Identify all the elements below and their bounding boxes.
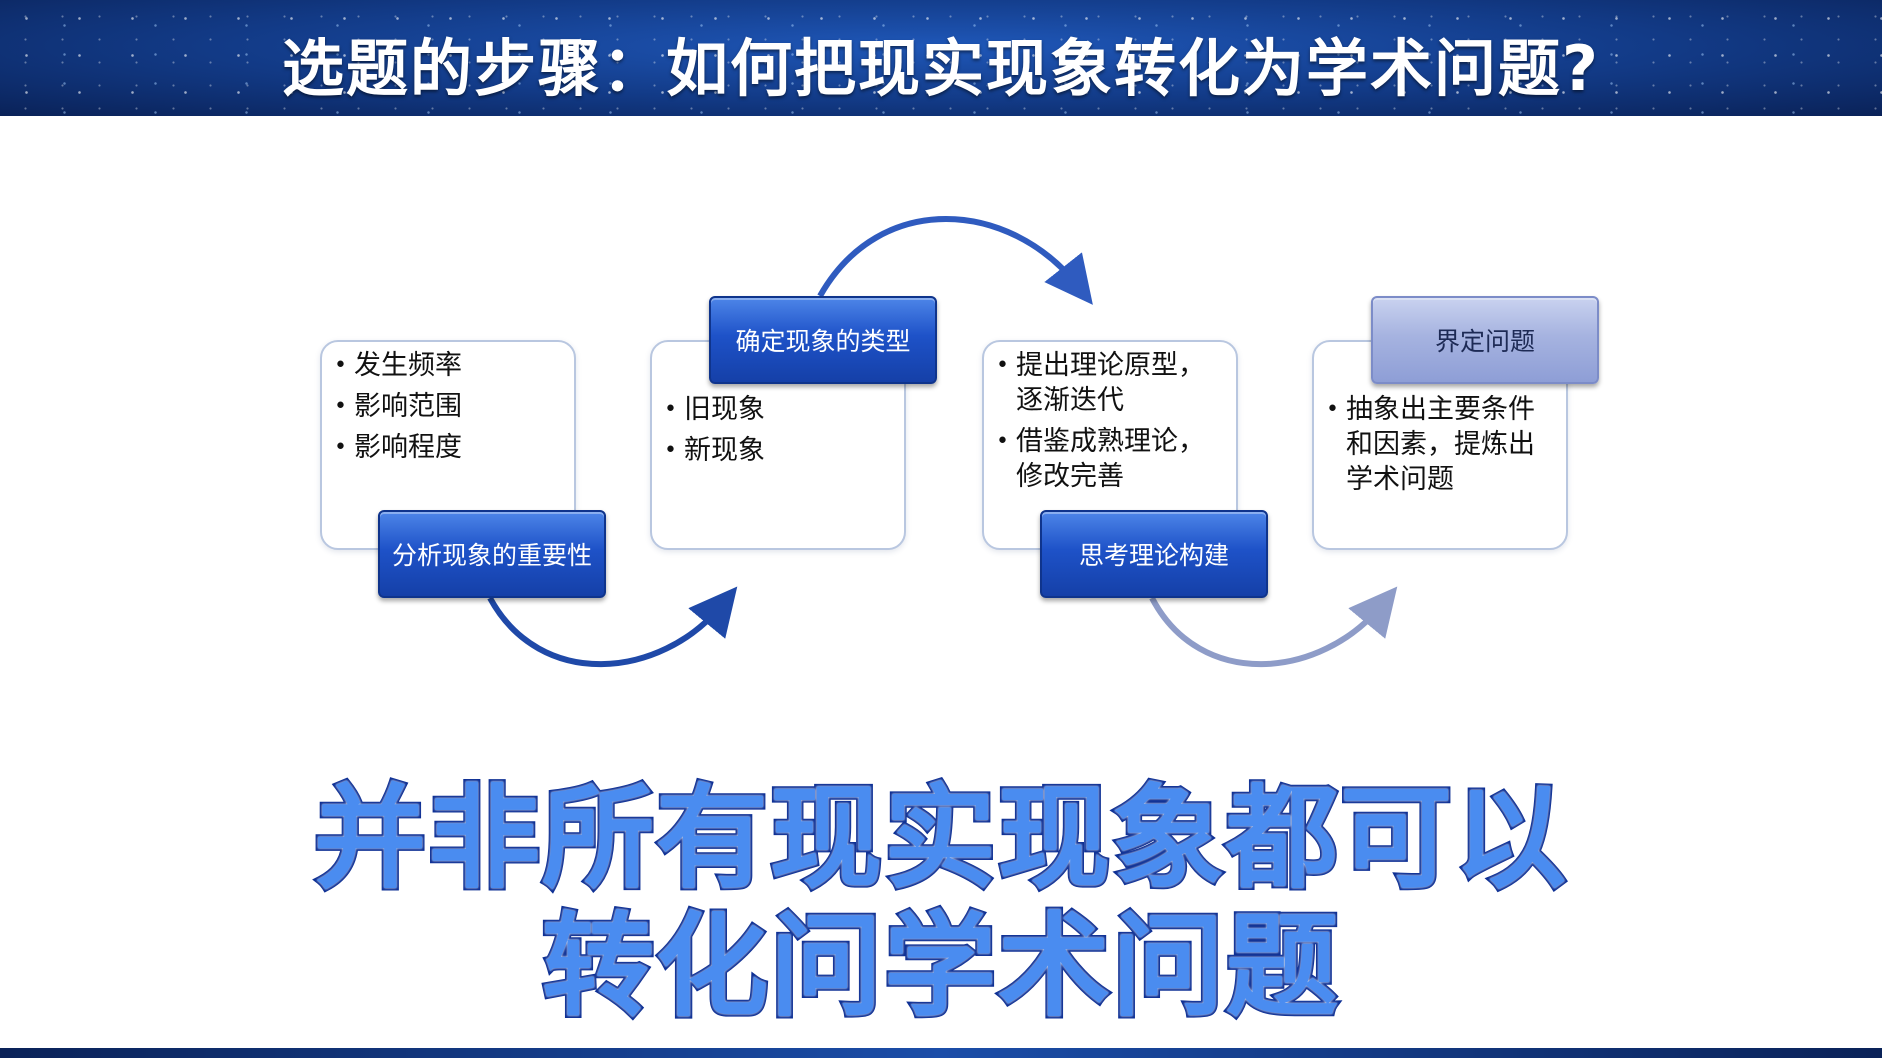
caption-line-2: 转化问学术问题 bbox=[540, 900, 1341, 1035]
step-2-bullets: 旧现象 新现象 bbox=[662, 392, 765, 474]
arrow-step3-to-step4 bbox=[1149, 586, 1398, 668]
caption-line-1: 并非所有现实现象都可以 bbox=[312, 772, 1569, 907]
step-2-label: 确定现象的类型 bbox=[709, 296, 937, 384]
step-4-bullets: 抽象出主要条件和因素，提炼出学术问题 bbox=[1324, 392, 1550, 503]
title-banner: 选题的步骤：如何把现实现象转化为学术问题? bbox=[0, 0, 1882, 116]
step-3-label: 思考理论构建 bbox=[1040, 510, 1268, 598]
bullet-item: 旧现象 bbox=[662, 392, 765, 427]
slide-title: 选题的步骤：如何把现实现象转化为学术问题? bbox=[282, 32, 1600, 105]
bullet-item: 影响程度 bbox=[332, 430, 462, 465]
step-3-bullets: 提出理论原型，逐渐迭代 借鉴成熟理论，修改完善 bbox=[994, 348, 1220, 500]
bullet-item: 新现象 bbox=[662, 433, 765, 468]
bullet-item: 发生频率 bbox=[332, 348, 462, 383]
arrow-step2-to-step3 bbox=[817, 216, 1093, 305]
starfield-background bbox=[0, 0, 1882, 116]
step-4-label: 界定问题 bbox=[1371, 296, 1599, 384]
bullet-item: 借鉴成熟理论，修改完善 bbox=[994, 424, 1220, 494]
step-1-bullets: 发生频率 影响范围 影响程度 bbox=[332, 348, 462, 471]
arrow-step1-to-step2 bbox=[487, 586, 738, 668]
bullet-item: 提出理论原型，逐渐迭代 bbox=[994, 348, 1220, 418]
bullet-item: 影响范围 bbox=[332, 389, 462, 424]
bullet-item: 抽象出主要条件和因素，提炼出学术问题 bbox=[1324, 392, 1550, 497]
bottom-border bbox=[0, 1048, 1882, 1058]
step-1-label: 分析现象的重要性 bbox=[378, 510, 606, 598]
